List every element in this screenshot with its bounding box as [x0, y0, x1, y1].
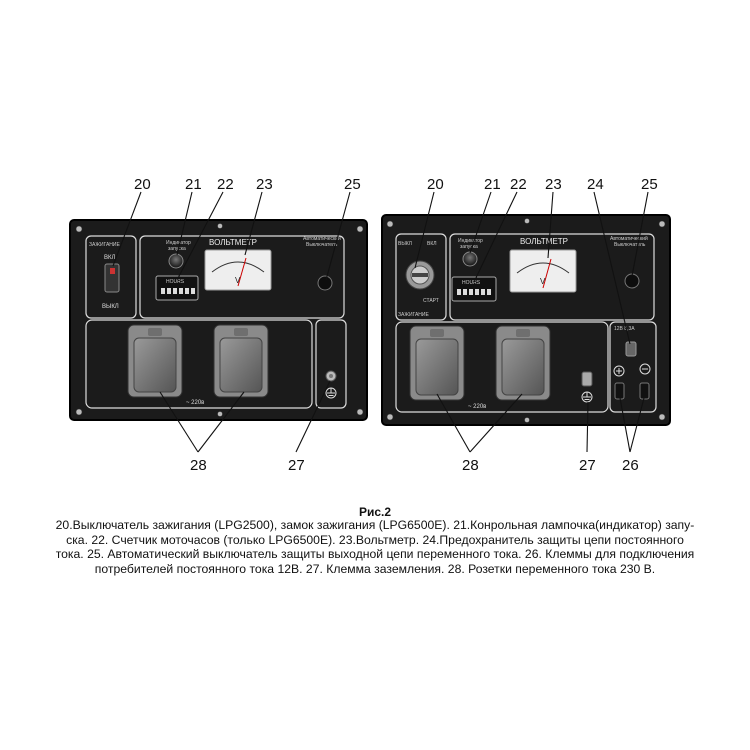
- callout-left-20: 20: [134, 176, 151, 193]
- right-dc-minus-terminal[interactable]: [639, 382, 650, 400]
- right-ignition-key-lock[interactable]: [405, 260, 435, 290]
- callout-right-24: 24: [587, 176, 604, 193]
- right-on-label: ВКЛ: [427, 241, 437, 247]
- caption-line: ска. 22. Счетчик моточасов (только LPG65…: [66, 532, 684, 547]
- right-hours-label: HOURS: [462, 280, 481, 286]
- caption-line: 20.Выключатель зажигания (LPG2500), замо…: [55, 518, 695, 532]
- switch-indicator: [110, 268, 115, 274]
- callout-right-20: 20: [427, 176, 444, 193]
- left-ac-label: ~ 220в: [186, 400, 204, 406]
- callouts-right: [414, 191, 649, 453]
- callout-left-23: 23: [256, 176, 273, 193]
- left-meter-box: [139, 235, 345, 319]
- screws-right: [386, 218, 666, 423]
- right-panel: ВЫКЛ ВКЛ СТАРТ ЗАЖИГАНИЕ Индикатор запус…: [381, 214, 671, 426]
- right-ignition-label: ЗАЖИГАНИЕ: [398, 312, 429, 318]
- callout-left-21: 21: [185, 176, 202, 193]
- left-breaker-label2: Выключатель: [306, 242, 338, 248]
- left-socket-2[interactable]: [213, 324, 269, 398]
- callout-right-22: 22: [510, 176, 527, 193]
- right-off-label: ВЫКЛ: [398, 241, 412, 247]
- callout-right-27: 27: [579, 457, 596, 474]
- right-meter-box: [449, 233, 655, 321]
- right-dc-label: 12В 8,3А: [614, 326, 635, 332]
- right-socket-1[interactable]: [409, 325, 465, 401]
- callout-right-26: 26: [622, 457, 639, 474]
- left-volt-unit: V: [235, 276, 241, 285]
- left-voltmeter-label: ВОЛЬТМЕТР: [209, 238, 257, 247]
- left-breaker-label: Автоматический: [303, 235, 341, 242]
- left-ignition-switch[interactable]: [104, 263, 120, 293]
- minus-terminal-icon: [639, 363, 651, 375]
- right-socket-box: [395, 321, 609, 413]
- left-ground-box: [315, 319, 347, 409]
- right-volt-unit: V: [540, 277, 546, 286]
- right-indicator-label: Индикатор: [458, 238, 483, 244]
- right-voltmeter: [509, 249, 577, 293]
- right-socket-2[interactable]: [495, 325, 551, 401]
- callout-left-28: 28: [190, 457, 207, 474]
- callout-right-25: 25: [641, 176, 658, 193]
- callout-left-22: 22: [217, 176, 234, 193]
- left-socket-box: [85, 319, 313, 409]
- right-dc-box: [609, 321, 657, 413]
- right-ignition-box: [395, 233, 447, 321]
- callout-right-23: 23: [545, 176, 562, 193]
- caption-line: тока. 25. Автоматический выключатель защ…: [55, 547, 695, 561]
- right-breaker-button[interactable]: [624, 273, 640, 289]
- figure-title: Рис.2: [358, 505, 392, 519]
- left-on-label: ВКЛ: [104, 255, 115, 261]
- left-indicator-lamp: [168, 253, 184, 269]
- right-ground-symbol-icon: [581, 391, 593, 403]
- screws-left: [75, 223, 364, 417]
- right-ground-terminal[interactable]: [581, 371, 593, 387]
- left-panel: ЗАЖИГАНИЕ ВКЛ ВЫКЛ Индикатор запуска ВОЛ…: [69, 219, 368, 421]
- left-ignition-label: ЗАЖИГАНИЕ: [89, 242, 120, 248]
- left-hours-label: HOURS: [166, 279, 185, 285]
- plus-terminal-icon: [613, 365, 625, 377]
- callout-left-25: 25: [344, 176, 361, 193]
- right-voltmeter-label: ВОЛЬТМЕТР: [520, 237, 568, 246]
- callout-right-21: 21: [484, 176, 501, 193]
- left-breaker-button[interactable]: [317, 275, 333, 291]
- left-socket-1[interactable]: [127, 324, 183, 398]
- left-off-label: ВЫКЛ: [102, 304, 119, 310]
- callouts-left: [112, 191, 351, 453]
- callout-left-27: 27: [288, 457, 305, 474]
- left-indicator-label2: запуска: [168, 246, 186, 252]
- right-indicator-label2: запуска: [460, 244, 478, 250]
- left-ignition-box: [85, 235, 137, 319]
- left-voltmeter: [204, 249, 272, 291]
- right-dc-plus-terminal[interactable]: [614, 382, 625, 400]
- right-ac-label: ~ 220в: [468, 404, 486, 410]
- callout-right-28: 28: [462, 457, 479, 474]
- left-ground-symbol-icon: [325, 387, 337, 399]
- right-breaker-label2: Выключатель: [614, 242, 646, 248]
- left-indicator-label: Индикатор: [166, 240, 191, 246]
- right-indicator-lamp: [462, 251, 478, 267]
- figure-caption: 20.Выключатель зажигания (LPG2500), замо…: [14, 518, 736, 576]
- right-breaker-label: Автоматический: [610, 235, 648, 242]
- right-start-label: СТАРТ: [423, 298, 439, 304]
- left-ground-terminal[interactable]: [325, 370, 337, 382]
- generator-panels-diagram: ЗАЖИГАНИЕ ВКЛ ВЫКЛ Индикатор запуска ВОЛ…: [69, 176, 671, 474]
- right-dc-fuse[interactable]: [625, 341, 637, 357]
- caption-line: потребителей постоянного тока 12В. 27. К…: [94, 561, 656, 576]
